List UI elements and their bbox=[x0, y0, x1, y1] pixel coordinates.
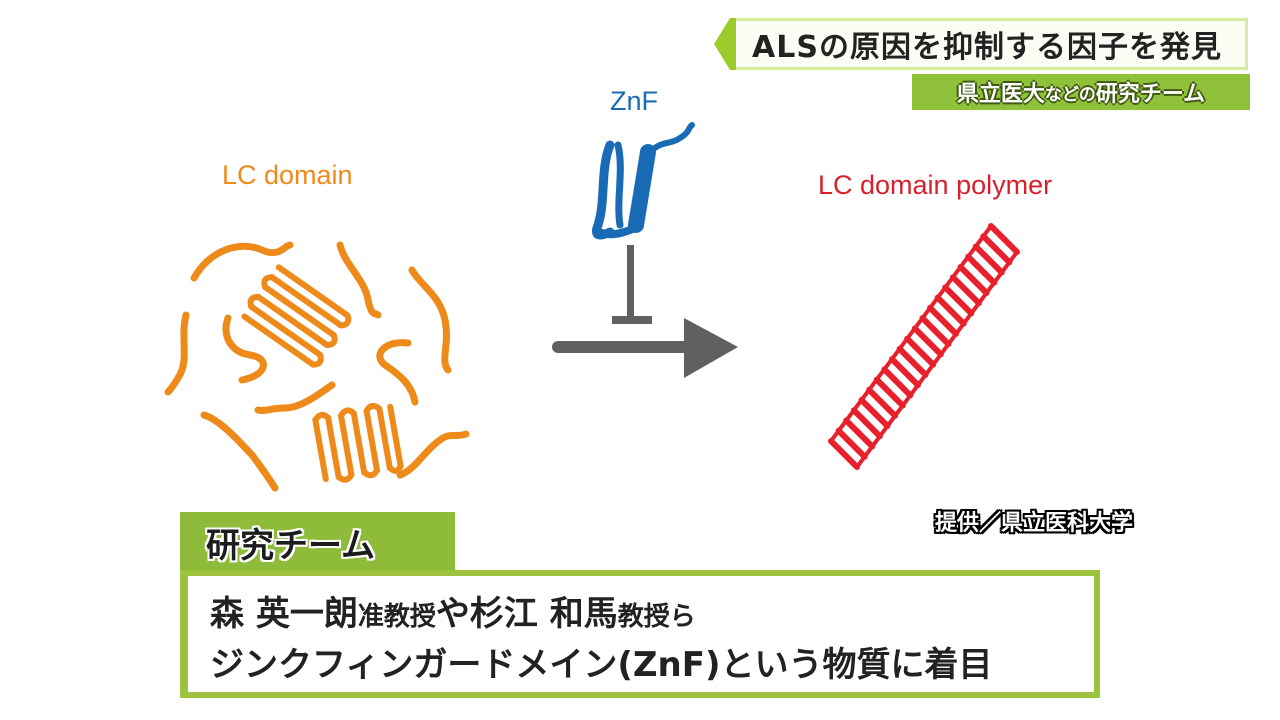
subtitle-small: などの bbox=[1044, 84, 1096, 105]
lc-domain-label: LC domain bbox=[222, 160, 353, 190]
researcher-title-1: 准教授 bbox=[357, 602, 436, 632]
researcher-name-2: 杉江 和馬 bbox=[469, 594, 618, 634]
fibril-strand bbox=[957, 263, 990, 296]
fibril-strand bbox=[927, 304, 960, 337]
fibril-strand bbox=[972, 243, 1005, 276]
headline-title: ALSの原因を抑制する因子を発見 bbox=[736, 18, 1248, 70]
fibril-strand bbox=[835, 427, 868, 460]
caption-line-2: ジンクフィンガードメイン(ZnF)という物質に着目 bbox=[210, 645, 993, 685]
researcher-title-2: 教授ら bbox=[617, 602, 696, 632]
headline-banner: ALSの原因を抑制する因子を発見 bbox=[714, 18, 1248, 70]
fibril-strand bbox=[888, 356, 921, 389]
coil-strand bbox=[164, 311, 190, 396]
coil-strand bbox=[408, 266, 452, 374]
image-credit: 提供／県立医科大学 bbox=[935, 511, 1134, 536]
fibril-strand bbox=[980, 233, 1013, 266]
fibril-strand bbox=[934, 294, 967, 327]
fibril-strand bbox=[919, 315, 952, 348]
fibril-strand bbox=[965, 253, 998, 286]
fibril-strand bbox=[988, 223, 1020, 255]
headline-subtitle: 県立医大などの研究チーム bbox=[912, 74, 1250, 110]
coil-strand bbox=[190, 241, 294, 282]
fibril-strand bbox=[896, 345, 929, 378]
coil-strand bbox=[254, 381, 336, 415]
beta-sheet-cluster-icon bbox=[241, 264, 404, 483]
inhibition-bar-icon bbox=[612, 245, 652, 324]
znf-label: ZnF bbox=[610, 86, 659, 116]
lower-third-tab: 研究チーム bbox=[180, 512, 455, 572]
fibril-strand bbox=[942, 284, 975, 317]
fibril-edge bbox=[829, 224, 1019, 469]
coil-strand bbox=[336, 241, 382, 319]
fibril-strand bbox=[858, 397, 891, 430]
fibril-strand bbox=[949, 274, 982, 307]
fibril-strand bbox=[850, 407, 883, 440]
caption-line-1: 森 英一朗准教授や杉江 和馬教授ら bbox=[210, 590, 1094, 641]
fibril-strand bbox=[904, 335, 937, 368]
coil-strand bbox=[222, 314, 267, 384]
random-coil-strands-icon bbox=[164, 241, 470, 492]
subtitle-tail: 研究チーム bbox=[1095, 82, 1206, 107]
researcher-name-1: 森 英一朗 bbox=[210, 594, 358, 634]
amyloid-fibril-icon bbox=[828, 223, 1020, 470]
conjunction: や bbox=[435, 594, 470, 634]
coil-strand bbox=[200, 411, 279, 492]
fibril-strand bbox=[843, 417, 876, 450]
reaction-arrow-icon bbox=[552, 318, 738, 378]
coil-strand bbox=[376, 339, 419, 406]
coil-strand bbox=[396, 430, 470, 479]
fibril-strand bbox=[828, 438, 860, 470]
fibril-strand bbox=[881, 366, 914, 399]
zinc-finger-protein-icon bbox=[592, 122, 695, 240]
fibril-strand bbox=[873, 376, 906, 409]
fibril-strand bbox=[911, 325, 944, 358]
fibril-strand bbox=[866, 386, 899, 419]
subtitle-main: 県立医大 bbox=[956, 82, 1045, 107]
lower-third-panel: 森 英一朗准教授や杉江 和馬教授ら ジンクフィンガードメイン(ZnF)という物質… bbox=[180, 570, 1100, 698]
lc-polymer-label: LC domain polymer bbox=[818, 170, 1053, 200]
